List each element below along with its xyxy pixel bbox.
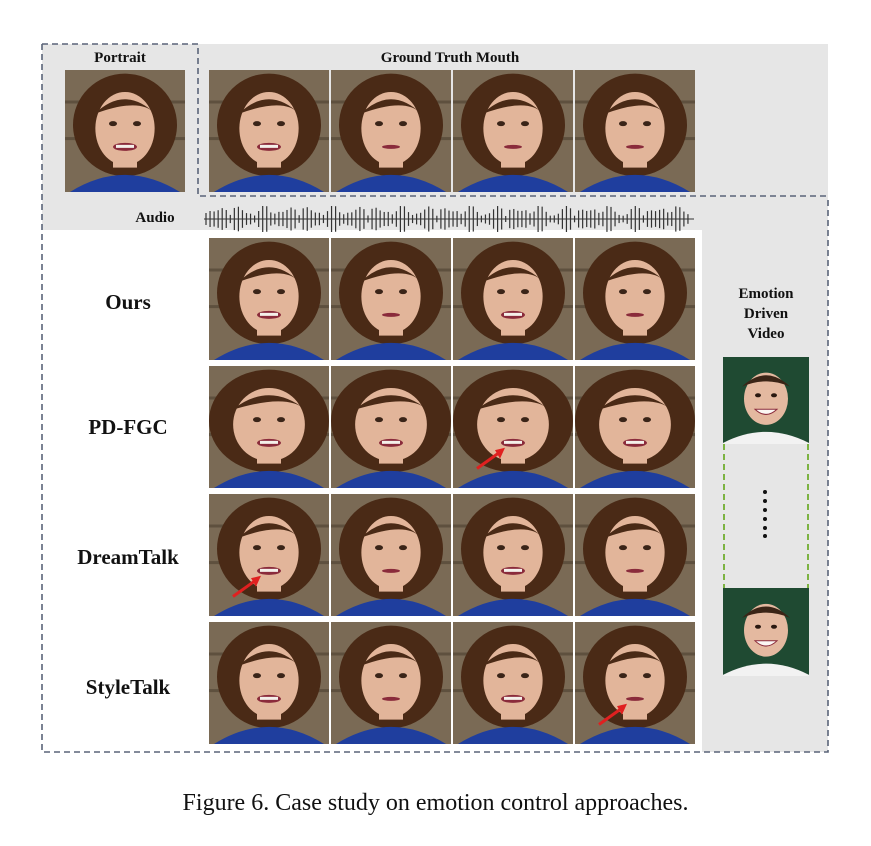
portrait-image [65, 70, 185, 192]
result-frame [331, 366, 451, 488]
ground-truth-frame [453, 70, 573, 192]
emotion-frame-last [723, 588, 809, 676]
result-frame [453, 494, 573, 616]
result-frame [575, 622, 695, 744]
row-label-ours: Ours [105, 290, 151, 314]
row-label-pd-fgc: PD-FGC [88, 415, 168, 439]
result-frame [209, 622, 329, 744]
emotion-driven-label: Emotion Driven Video [738, 286, 794, 342]
result-frame [575, 238, 695, 360]
result-frame [331, 494, 451, 616]
result-frame [331, 238, 451, 360]
result-frame [453, 366, 573, 488]
ground-truth-frame [575, 70, 695, 192]
result-frame [209, 366, 329, 488]
ellipsis-dots [763, 490, 767, 538]
emotion-frame-first [723, 357, 809, 444]
result-frame [453, 622, 573, 744]
ground-truth-label: Ground Truth Mouth [380, 50, 520, 66]
result-frame [331, 622, 451, 744]
portrait-label: Portrait [94, 50, 146, 66]
ground-truth-frame [209, 70, 329, 192]
row-label-styletalk: StyleTalk [85, 675, 171, 699]
result-frame [575, 494, 695, 616]
audio-waveform [204, 206, 694, 232]
result-frame [209, 238, 329, 360]
figure-caption: Figure 6. Case study on emotion control … [182, 790, 689, 816]
result-frame [453, 238, 573, 360]
ground-truth-frame [331, 70, 451, 192]
result-frame [575, 366, 695, 488]
row-label-dreamtalk: DreamTalk [77, 545, 179, 569]
result-frame [209, 494, 329, 616]
audio-label: Audio [135, 210, 175, 226]
